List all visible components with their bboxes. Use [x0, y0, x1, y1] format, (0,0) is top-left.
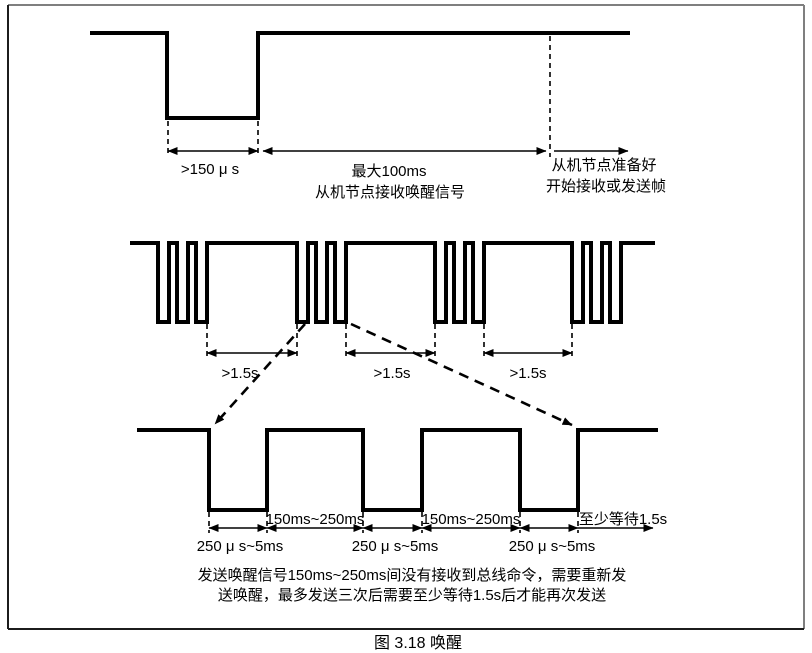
top-waveform [90, 31, 630, 120]
middle-section: >1.5s >1.5s >1.5s [130, 241, 655, 427]
note-line-1: 发送唤醒信号150ms~250ms间没有接收到总线命令，需要重新发 [198, 566, 627, 584]
high-duration-label-2: 150ms~250ms [422, 511, 521, 528]
gap-label-3: >1.5s [509, 365, 546, 382]
slave-ready-label-line1: 从机节点准备好 [551, 157, 656, 174]
wait-duration-label: 至少等待1.5s [579, 510, 667, 528]
gap-label-2: >1.5s [373, 365, 410, 382]
slave-ready-label-line2: 开始接收或发送帧 [546, 178, 666, 195]
middle-pulse-train-waveform [130, 241, 655, 324]
bottom-expanded-waveform [137, 428, 658, 512]
bottom-section: 150ms~250ms 150ms~250ms 至少等待1.5s 250 μ s… [137, 428, 667, 555]
note-line-2: 送唤醒，最多发送三次后需要至少等待1.5s后才能再次发送 [218, 586, 606, 604]
figure-border [7, 4, 805, 630]
top-section: >150 μ s 最大100ms 从机节点接收唤醒信号 从机节点准备好 开始接收… [90, 31, 666, 201]
low-duration-label-1: 250 μ s~5ms [197, 538, 284, 555]
slave-receive-label: 从机节点接收唤醒信号 [315, 184, 465, 201]
high-duration-label-1: 150ms~250ms [266, 511, 365, 528]
gap-label-1: >1.5s [221, 365, 258, 382]
zoom-leader-line-right [350, 322, 573, 427]
low-duration-label-2: 250 μ s~5ms [352, 538, 439, 555]
max-100ms-label: 最大100ms [351, 163, 426, 180]
figure-caption: 图 3.18 唤醒 [374, 634, 462, 652]
pulse-width-label: >150 μ s [181, 161, 239, 178]
zoom-leader-line-left [214, 323, 306, 425]
note-text: 发送唤醒信号150ms~250ms间没有接收到总线命令，需要重新发 送唤醒，最多… [198, 566, 627, 604]
low-duration-label-3: 250 μ s~5ms [509, 538, 596, 555]
